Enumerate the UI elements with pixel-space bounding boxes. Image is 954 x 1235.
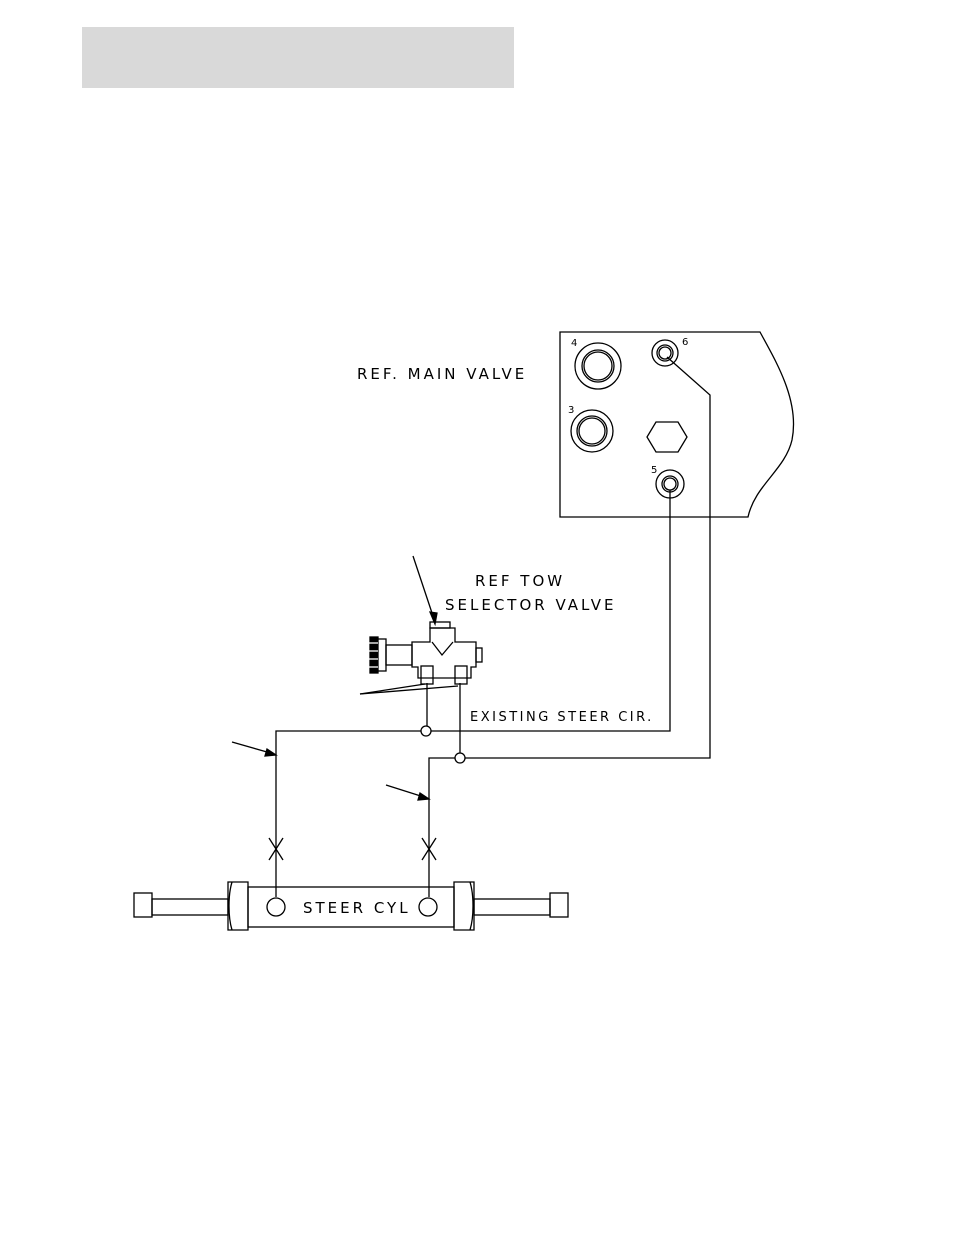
port-5-label: 5 <box>651 465 657 476</box>
leader-line-cap-end <box>386 785 429 800</box>
tow-valve-label-2: SELECTOR VALVE <box>445 596 616 614</box>
hex-plug <box>647 422 687 452</box>
cylinder-label: STEER CYL <box>303 899 411 917</box>
junction-node-2 <box>455 753 465 763</box>
junction-node-1 <box>421 726 431 736</box>
port-3 <box>571 410 613 452</box>
port-3-label: 3 <box>568 405 574 416</box>
tow-valve-label-1: REF TOW <box>475 572 565 590</box>
port-4-label: 4 <box>571 338 577 349</box>
port-6-label: 6 <box>682 337 688 348</box>
tow-selector-valve <box>366 622 482 684</box>
circuit-label: EXISTING STEER CIR. <box>470 710 654 725</box>
leader-line-rod-end <box>232 742 276 756</box>
port-4 <box>575 343 621 389</box>
main-valve-label: REF. MAIN VALVE <box>357 365 527 383</box>
port-6 <box>652 340 678 366</box>
line-cap-end <box>429 758 455 897</box>
line-rod-end <box>276 731 421 897</box>
leader-line-fittings <box>360 684 458 694</box>
tow-valve-drops <box>427 683 460 753</box>
leader-line-tow-valve <box>413 556 437 624</box>
